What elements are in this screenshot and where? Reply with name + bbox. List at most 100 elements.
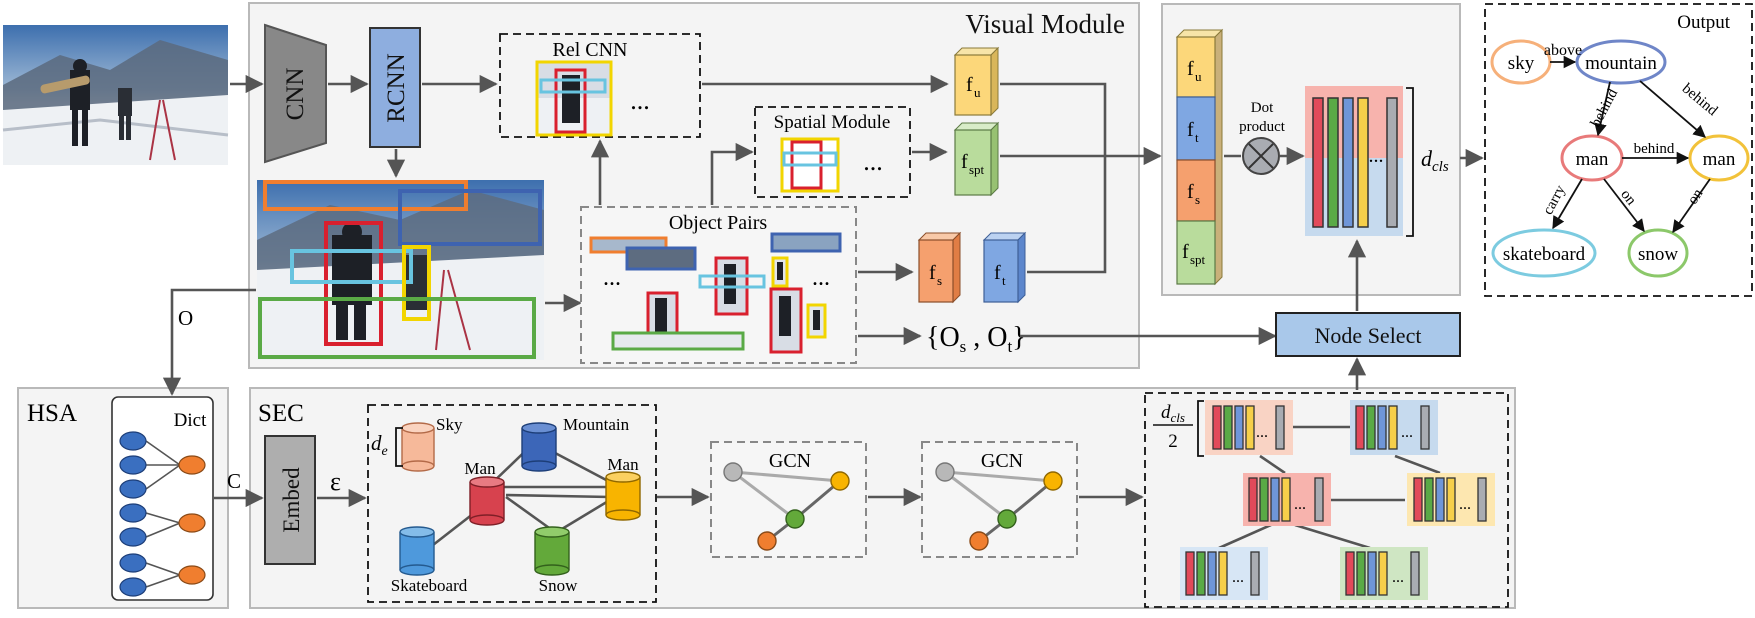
half-dcls-denominator: 2 [1168, 431, 1178, 452]
sec-graph-box [367, 404, 657, 603]
out-edge-behind-2: behind [1679, 81, 1721, 120]
dot-label: Dot [1251, 100, 1274, 116]
output-scene-graph [1490, 39, 1750, 278]
tree-ellipsis-1: ... [1256, 424, 1268, 441]
half-dcls-numerator: dcls [1161, 402, 1185, 425]
svg-text:s: s [1195, 192, 1200, 207]
dict-title: Dict [174, 410, 207, 431]
gcn-1-graph [723, 462, 850, 551]
sec-node-man-2 [605, 471, 641, 521]
c-label: C [227, 469, 241, 493]
out-node-snow: snow [1638, 244, 1678, 265]
svg-text:f: f [1187, 181, 1194, 203]
out-edge-behind-3: behind [1634, 141, 1675, 157]
tree-ellipsis-4: ... [1459, 496, 1471, 513]
object-pairs-title: Object Pairs [669, 212, 768, 234]
tree-node-6 [1340, 547, 1428, 600]
svg-text:f: f [1187, 58, 1194, 80]
d-e-label: de [371, 431, 388, 459]
spatial-ellipsis: ... [863, 147, 883, 176]
tree-node-2 [1350, 400, 1438, 455]
sec-title: SEC [258, 400, 304, 427]
spatial-module-title: Spatial Module [774, 112, 891, 133]
object-pairs-ellipsis-left: ... [603, 265, 621, 291]
node-select-label: Node Select [1315, 323, 1422, 348]
tree-node-4 [1407, 473, 1495, 526]
class-feature-matrix [1305, 86, 1403, 236]
rel-cnn-box [499, 33, 701, 138]
node-select-block [1275, 312, 1461, 357]
tree-ellipsis-6: ... [1392, 569, 1404, 586]
svg-text:s: s [937, 273, 942, 288]
output-panel [1484, 3, 1753, 297]
gcn-2-label: GCN [981, 450, 1023, 472]
out-edge-behind-1: behind [1588, 86, 1622, 130]
tree-edges [1218, 425, 1441, 550]
out-node-sky: sky [1508, 53, 1535, 74]
svg-text:f: f [966, 74, 973, 96]
object-pairs-ellipsis-right: ... [812, 265, 830, 291]
out-node-mountain: mountain [1585, 53, 1657, 74]
dot-product-icon [1242, 137, 1280, 175]
visual-module-title: Visual Module [965, 9, 1125, 39]
object-pair-thumbnails [589, 232, 842, 354]
svg-text:f: f [994, 262, 1001, 284]
sec-label-sky: Sky [436, 415, 463, 434]
matrix-ellipsis: ... [1369, 145, 1384, 167]
svg-text:u: u [1195, 69, 1202, 84]
dict-hierarchy [119, 431, 206, 597]
sec-label-man-2: Man [607, 455, 639, 474]
gcn-2-box [921, 441, 1078, 558]
spatial-module-box [754, 106, 911, 198]
spatial-mask [780, 137, 840, 193]
tree-ellipsis-5: ... [1232, 569, 1244, 586]
rel-cnn-crop [535, 60, 613, 137]
sec-node-sky [401, 422, 435, 472]
svg-text:f: f [1187, 119, 1194, 141]
subject-object-set: {Os , Ot} [926, 322, 1026, 356]
svg-text:u: u [974, 85, 981, 100]
svg-text:spt: spt [1190, 252, 1206, 267]
sec-label-mountain: Mountain [563, 415, 630, 434]
tree-ellipsis-3: ... [1294, 496, 1306, 513]
out-node-skateboard: skateboard [1503, 244, 1586, 265]
output-title: Output [1677, 12, 1731, 33]
epsilon-label: ε [330, 467, 341, 496]
out-node-man-2: man [1703, 149, 1736, 170]
sec-node-snow [534, 526, 570, 576]
svg-text:f: f [1182, 241, 1189, 263]
svg-text:t: t [1002, 273, 1006, 288]
cnn-label: CNN [282, 68, 309, 121]
rel-cnn-ellipsis: ... [630, 86, 650, 115]
rcnn-block [369, 27, 421, 148]
rel-cnn-title: Rel CNN [553, 39, 628, 61]
product-label: product [1239, 119, 1286, 135]
sec-node-skateboard [399, 526, 435, 576]
embed-block [264, 435, 316, 565]
svg-text:t: t [1195, 130, 1199, 145]
embed-label: Embed [279, 467, 304, 533]
svg-text:f: f [961, 151, 968, 173]
tree-node-1 [1205, 400, 1293, 455]
svg-text:spt: spt [969, 162, 985, 177]
tree-ellipsis-2: ... [1401, 424, 1413, 441]
rcnn-label: RCNN [383, 53, 410, 122]
hsa-title: HSA [27, 400, 77, 427]
gcn-1-box [710, 441, 867, 558]
cnn-block [264, 23, 327, 164]
sec-node-man-1 [469, 476, 505, 526]
sec-label-man-1: Man [464, 459, 496, 478]
sec-node-mountain [521, 422, 557, 472]
hierarchy-tree-box [1144, 392, 1509, 608]
sec-label-skateboard: Skateboard [391, 576, 468, 595]
detection-photo [257, 180, 544, 360]
d-cls-label: dcls [1421, 146, 1449, 175]
out-edge-on-1: on [1617, 187, 1639, 209]
out-edge-carry: carry [1540, 182, 1569, 217]
